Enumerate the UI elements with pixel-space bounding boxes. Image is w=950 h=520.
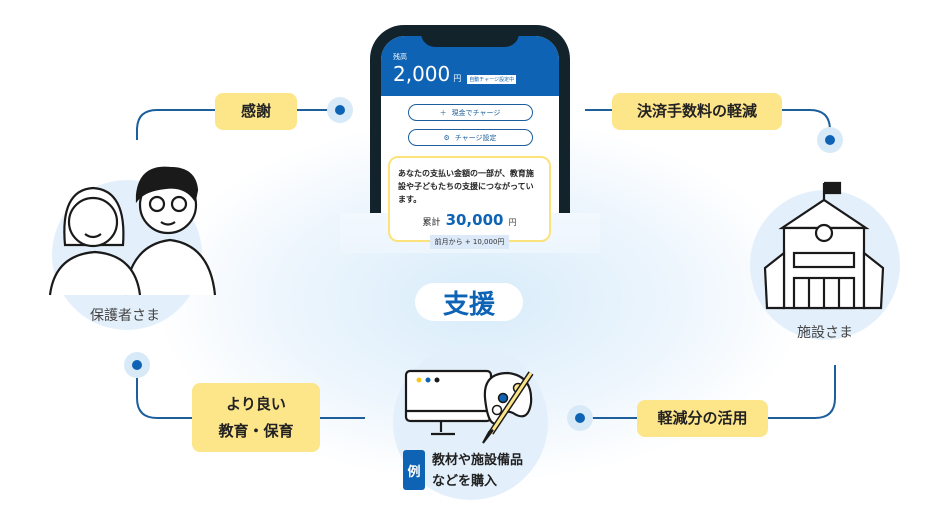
total-currency: 円 <box>508 218 517 228</box>
example-line2: などを購入 <box>432 474 498 489</box>
school-icon <box>763 181 885 310</box>
plus-icon: ＋ <box>439 108 447 117</box>
charge-cash-button[interactable]: ＋ 現金でチャージ <box>407 104 533 121</box>
computer-palette-icon <box>404 369 534 444</box>
balance-currency: 円 <box>453 74 462 83</box>
line-thanks-left <box>136 109 215 140</box>
contribution-message: あなたの支払い金額の一部が、教育施設や子どもたちの支援につながっています。 <box>398 169 534 204</box>
total-label: 累計 <box>422 218 441 229</box>
parents-label: 保護者さま <box>90 308 160 324</box>
thanks-label: 感謝 <box>215 93 297 130</box>
example-line1: 教材や施設備品 <box>432 453 524 468</box>
balance-amount: 2,000 <box>393 62 451 86</box>
dot-2 <box>825 135 835 145</box>
monthly-diff: 前月から + 10,000円 <box>429 235 510 250</box>
better-education-line1: より良い <box>226 394 286 413</box>
support-label: 支援 <box>415 283 523 321</box>
example-badge: 例 <box>403 450 425 490</box>
gear-icon: ⚙ <box>443 133 450 142</box>
contribution-card: あなたの支払い金額の一部が、教育施設や子どもたちの支援につながっています。 累計… <box>388 156 551 250</box>
better-education-label: より良い 教育・保育 <box>192 383 320 452</box>
dot-3 <box>575 413 585 423</box>
dot-1 <box>335 105 345 115</box>
parents-illustration-icon <box>48 166 217 296</box>
auto-charge-badge: 自動チャージ設定中 <box>467 75 517 84</box>
example-text: 教材や施設備品 などを購入 <box>432 450 523 492</box>
fee-reduction-label: 決済手数料の軽減 <box>612 93 782 130</box>
line-use-right <box>768 365 836 419</box>
balance-label: 残高 <box>393 53 407 61</box>
charge-settings-label: チャージ設定 <box>454 133 497 142</box>
line-better-left <box>136 365 192 419</box>
use-of-savings-label: 軽減分の活用 <box>637 400 768 437</box>
facility-label: 施設さま <box>797 325 853 341</box>
phone-notch <box>421 25 519 47</box>
dot-4 <box>132 360 142 370</box>
charge-settings-button[interactable]: ⚙ チャージ設定 <box>407 129 533 146</box>
total-amount: 30,000 <box>445 211 504 230</box>
charge-cash-label: 現金でチャージ <box>451 108 501 117</box>
better-education-line2: 教育・保育 <box>218 421 294 440</box>
